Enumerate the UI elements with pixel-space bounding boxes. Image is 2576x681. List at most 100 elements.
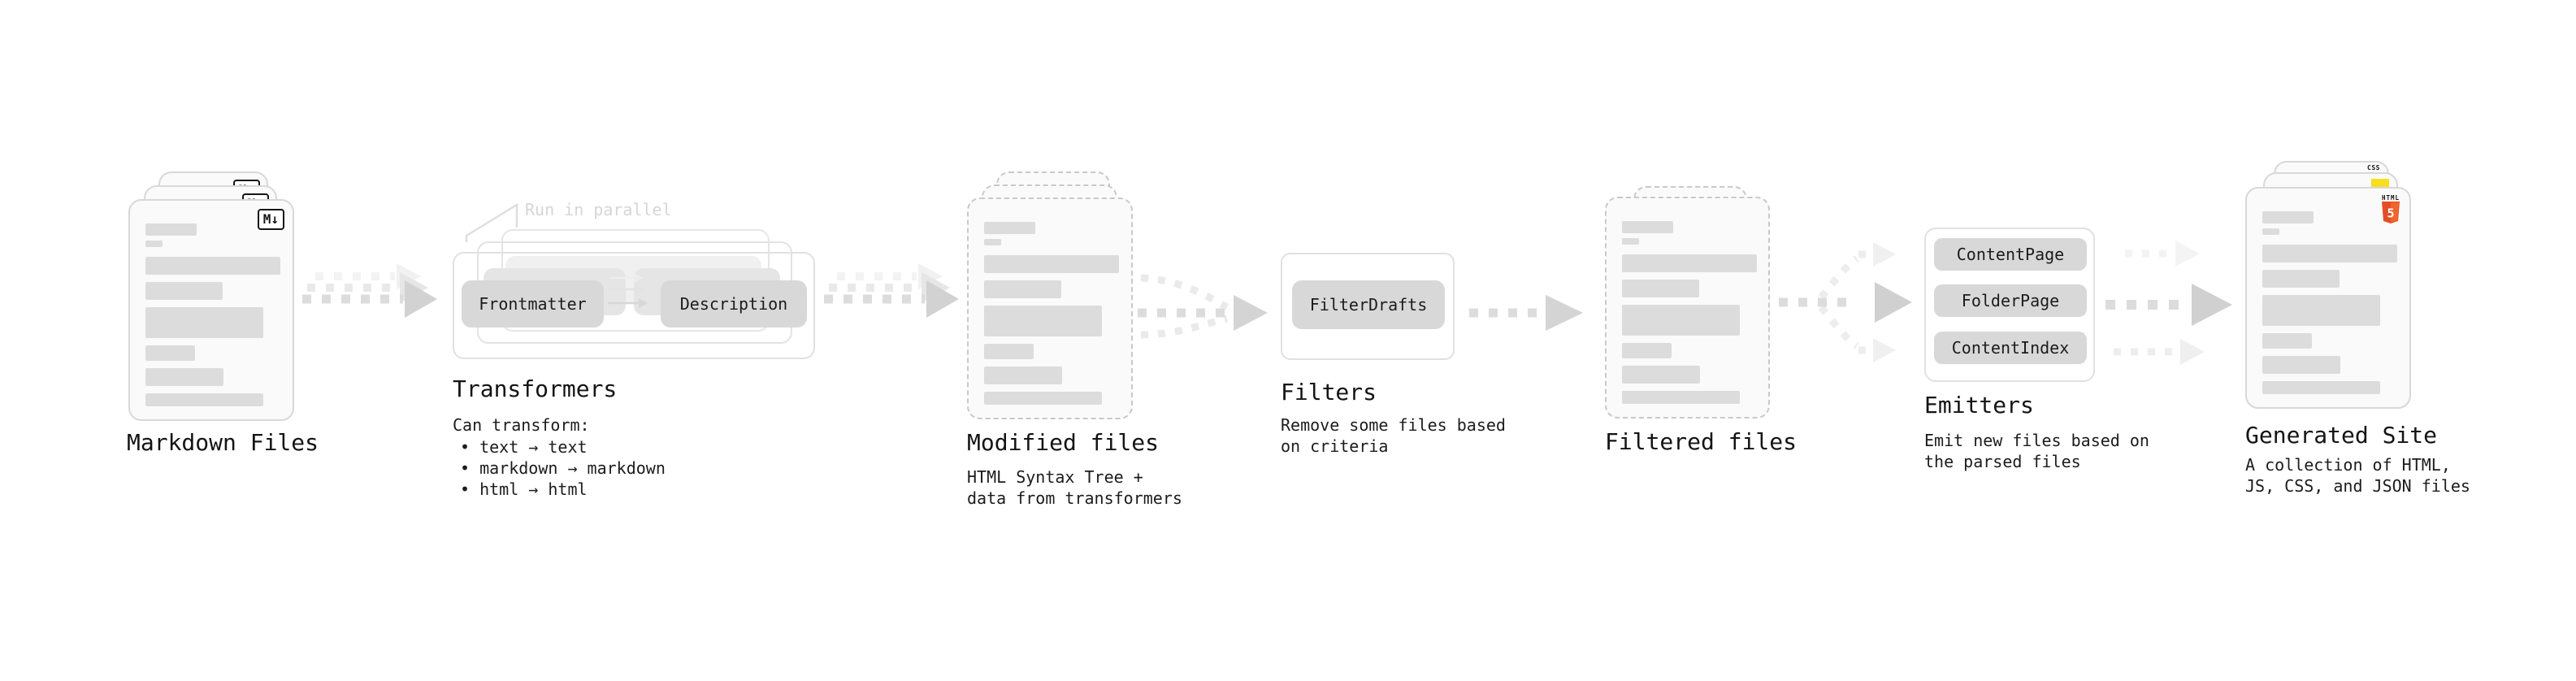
- skeleton-bar: [145, 241, 163, 247]
- bullet: •: [460, 479, 471, 499]
- skeleton-bar: [1622, 238, 1639, 245]
- arrow-filtered-to-emitters: [1779, 242, 1912, 362]
- markdown-icon: M↓: [257, 209, 284, 230]
- node-label-emitters: Emitters: [1924, 392, 2034, 419]
- skeleton-bar: [1622, 343, 1672, 358]
- arrowhead-bottom: [2180, 339, 2205, 365]
- emitter-folderpage-pill: FolderPage: [1934, 284, 2087, 317]
- document-card-front: [1605, 197, 1770, 419]
- svg-text:5: 5: [2387, 206, 2394, 221]
- note-line: JS, CSS, and JSON files: [2245, 476, 2470, 496]
- skeleton-bar: [984, 222, 1035, 234]
- arrow-emitters-to-generated: [2105, 241, 2232, 365]
- arrow-transformers-to-modified: [824, 263, 959, 318]
- skeleton-lines: [145, 223, 280, 406]
- node-label-transformers: Transformers: [453, 375, 618, 402]
- skeleton-bar: [145, 307, 263, 338]
- arrow-filters-to-filtered: [1469, 295, 1583, 331]
- skeleton-bar: [2262, 228, 2279, 235]
- note-bullet-line: • markdown → markdown: [460, 458, 666, 479]
- arrow-main: [824, 280, 959, 318]
- converge-top-curve: [1140, 274, 1229, 310]
- skeleton-bar: [2262, 381, 2380, 394]
- note-bullet-line: • text → text: [460, 436, 666, 458]
- skeleton-bar: [984, 344, 1034, 359]
- filter-filterdrafts-pill: FilterDrafts: [1292, 280, 1445, 329]
- skeleton-lines: [2262, 211, 2397, 394]
- arrowhead-main: [2192, 284, 2232, 326]
- skeleton-bar: [1622, 280, 1699, 297]
- transformers-note-list: • text → text • markdown → markdown • ht…: [460, 436, 666, 500]
- emitters-note: Emit new files based on the parsed files: [1924, 430, 2149, 472]
- skeleton-bar: [145, 282, 223, 300]
- note-line: on criteria: [1281, 436, 1389, 456]
- mini-arrows: [608, 273, 648, 308]
- note-line: A collection of HTML,: [2245, 455, 2451, 475]
- arrowhead-bottom: [1873, 338, 1896, 362]
- node-label-markdown-files: Markdown Files: [127, 429, 319, 456]
- callout-line: [465, 202, 518, 242]
- transformers-note-title: Can transform:: [453, 415, 590, 435]
- note-item: markdown → markdown: [479, 458, 666, 478]
- skeleton-bar: [984, 306, 1102, 336]
- parallel-box-front: [453, 252, 815, 359]
- skeleton-bar: [984, 367, 1062, 384]
- node-label-modified-files: Modified files: [967, 429, 1160, 456]
- transformer-frontmatter-pill: Frontmatter: [462, 280, 604, 327]
- note-line: data from transformers: [967, 488, 1182, 508]
- html5-icon: HTML 5: [2380, 194, 2401, 223]
- filters-note: Remove some files based on criteria: [1281, 414, 1506, 457]
- node-label-filters: Filters: [1281, 379, 1377, 406]
- bullet: •: [460, 437, 471, 457]
- arrow-main: [302, 280, 437, 318]
- arrow-modified-to-filters: [1138, 274, 1268, 339]
- document-card-front: M↓: [128, 199, 294, 421]
- skeleton-bar: [984, 255, 1119, 273]
- arrowhead-top: [1873, 242, 1896, 267]
- css-icon-label: CSS: [2367, 164, 2380, 171]
- annotation-run-in-parallel: Run in parallel: [525, 200, 672, 219]
- document-card-front: [967, 197, 1133, 419]
- bullet: •: [460, 458, 471, 478]
- note-line: Emit new files based on: [1924, 431, 2149, 450]
- skeleton-bar: [2262, 270, 2340, 288]
- skeleton-bar: [145, 257, 280, 275]
- skeleton-bar: [2262, 245, 2397, 262]
- transformer-description-pill: Description: [661, 280, 807, 327]
- fanout-bottom-curve: [1818, 305, 1859, 349]
- skeleton-bar: [2262, 211, 2314, 223]
- skeleton-bar: [1622, 221, 1673, 233]
- note-line: the parsed files: [1924, 452, 2081, 471]
- arrowhead-top: [2175, 241, 2200, 267]
- note-line: HTML Syntax Tree +: [967, 467, 1143, 487]
- emitter-contentindex-pill: ContentIndex: [1934, 332, 2087, 364]
- skeleton-bar: [145, 393, 263, 406]
- document-card-front: HTML 5: [2245, 187, 2411, 409]
- note-bullet-line: • html → html: [460, 479, 666, 500]
- skeleton-lines: [984, 222, 1119, 405]
- js-icon: [2371, 179, 2389, 188]
- arrowhead-main: [1875, 282, 1912, 323]
- html5-shield: 5: [2382, 202, 2400, 223]
- note-item: text → text: [479, 437, 588, 457]
- node-label-filtered-files: Filtered files: [1605, 428, 1798, 455]
- skeleton-bar: [1622, 391, 1740, 404]
- node-label-generated-site: Generated Site: [2245, 422, 2438, 449]
- skeleton-bar: [145, 345, 195, 361]
- arrowhead: [1546, 295, 1583, 331]
- converge-bottom-curve: [1140, 314, 1228, 339]
- skeleton-bar: [984, 280, 1061, 298]
- skeleton-bar: [2262, 333, 2312, 349]
- html5-icon-label: HTML: [2381, 194, 2400, 202]
- skeleton-bar: [2262, 356, 2340, 374]
- generated-site-note: A collection of HTML, JS, CSS, and JSON …: [2245, 454, 2470, 497]
- note-line: Remove some files based: [1281, 415, 1506, 435]
- skeleton-bar: [145, 223, 197, 236]
- emitter-contentpage-pill: ContentPage: [1934, 238, 2087, 271]
- arrow-markdown-to-transformers: [302, 263, 437, 318]
- skeleton-bar: [984, 239, 1001, 245]
- skeleton-bar: [984, 392, 1102, 405]
- skeleton-bar: [2262, 295, 2380, 326]
- skeleton-bar: [145, 368, 223, 386]
